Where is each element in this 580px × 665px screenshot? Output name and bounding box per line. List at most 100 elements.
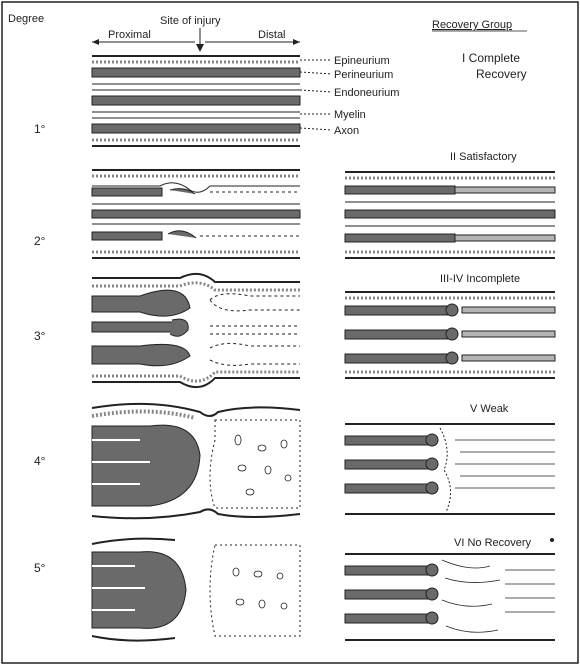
fascicle-3 [92, 124, 300, 133]
d3-bottom-texture [92, 372, 300, 381]
r4-axon-3 [345, 484, 430, 493]
r3-axon-2 [345, 330, 450, 339]
r3-bulb-1 [446, 304, 458, 316]
degree-5-recovery [345, 554, 555, 640]
d3-distal-2 [210, 326, 300, 334]
recovery-group-5: V Weak [470, 403, 509, 415]
d2-axon-3 [92, 232, 162, 240]
r5-axon-1 [345, 566, 430, 575]
degree-label-5: 5° [34, 561, 46, 575]
distal-arrow-head [293, 39, 300, 45]
degree-3-injury [92, 274, 300, 387]
r5-axon-2 [345, 590, 430, 599]
recovery-group-2: II Satisfactory [450, 151, 517, 163]
r2-regen-3 [455, 235, 555, 241]
recovery-group-1-line2: Recovery [476, 67, 527, 81]
d3-neuroma-3 [92, 344, 190, 365]
r2-axon-1 [345, 186, 455, 194]
r3-axon-1 [345, 306, 450, 315]
r5-tangled-fibers [442, 560, 500, 632]
degree-5-injury [92, 539, 300, 641]
degree-4-injury [92, 404, 300, 518]
label-epineurium: Epineurium [334, 55, 390, 67]
label-axon: Axon [334, 125, 359, 137]
r2-axon-3 [345, 234, 455, 242]
recovery-group-1-line1: I Complete [462, 51, 520, 65]
d2-axon-1 [92, 188, 162, 196]
debris [254, 571, 262, 577]
r3-axon-3 [345, 354, 450, 363]
layer-labels: Epineurium Perineurium Endoneurium Myeli… [300, 55, 399, 137]
debris [265, 466, 271, 474]
degree-2-recovery [345, 172, 555, 258]
leader-endoneurium [300, 90, 332, 92]
recovery-group-3: III-IV Incomplete [440, 273, 520, 285]
d3-distal-1 [210, 294, 300, 311]
proximal-label: Proximal [108, 29, 151, 41]
degree-header: Degree [8, 13, 44, 25]
r4-axon-2 [345, 460, 430, 469]
r4-scar [440, 428, 451, 512]
d5-distal-debris [233, 568, 287, 609]
site-of-injury-label: Site of injury [160, 15, 221, 27]
debris [259, 600, 265, 608]
degree-label-4: 4° [34, 454, 46, 468]
r3-bulb-3 [446, 352, 458, 364]
d3-distal-3 [210, 343, 300, 365]
r4-bulb-3 [426, 482, 438, 494]
r5-bulb-3 [426, 612, 438, 624]
d4-bottom-epi [92, 509, 300, 518]
r4-bulb-1 [426, 434, 438, 446]
leader-perineurium [300, 72, 332, 74]
d3-top-epi [92, 274, 300, 282]
d3-neuroma-1 [92, 290, 190, 316]
r5-axon-3 [345, 614, 430, 623]
debris [233, 568, 239, 576]
r2-axon-2 [345, 210, 555, 218]
label-endoneurium: Endoneurium [334, 87, 399, 99]
d4-top-texture [92, 411, 195, 418]
fascicle-1 [92, 68, 300, 77]
debris [238, 465, 246, 471]
degree-label-3: 3° [34, 329, 46, 343]
r5-bulb-1 [426, 564, 438, 576]
d4-distal-debris [235, 435, 291, 495]
d2-swelling-3 [168, 231, 196, 238]
d3-top-texture [92, 283, 300, 290]
recovery-group-6: VI No Recovery [454, 537, 532, 549]
d4-top-epi [92, 404, 300, 416]
r4-bulb-2 [426, 458, 438, 470]
degree-2-injury [92, 170, 300, 258]
leader-axon [300, 128, 332, 130]
distal-label: Distal [258, 29, 286, 41]
d5-distal-stump [210, 545, 300, 636]
d5-proximal-neuroma [92, 552, 186, 629]
d5-bottom-epi [92, 636, 175, 641]
d4-neuroma [92, 425, 200, 506]
debris [235, 435, 241, 445]
debris [285, 475, 291, 481]
site-arrow-head [196, 44, 204, 52]
r5-bulb-2 [426, 588, 438, 600]
d2-axon-2 [92, 210, 300, 218]
d4-distal-stump [210, 420, 300, 508]
r3-bulb-2 [446, 328, 458, 340]
degree-3-recovery [345, 292, 555, 378]
fascicle-2 [92, 96, 300, 105]
stray-mark [550, 538, 554, 542]
recovery-group-header: Recovery Group [432, 19, 512, 31]
debris [277, 573, 283, 579]
r4-distal-fibers [455, 440, 555, 488]
d5-top-epi [92, 539, 175, 544]
r2-regen-1 [455, 187, 555, 193]
r3-regen-3 [462, 355, 555, 361]
r5-distal-fibers [505, 570, 555, 612]
r3-regen-1 [462, 307, 555, 313]
degree-label-2: 2° [34, 234, 46, 248]
debris [246, 489, 254, 495]
debris [281, 603, 287, 609]
d3-axon-2 [92, 322, 172, 332]
degree-1-nerve [92, 56, 300, 146]
